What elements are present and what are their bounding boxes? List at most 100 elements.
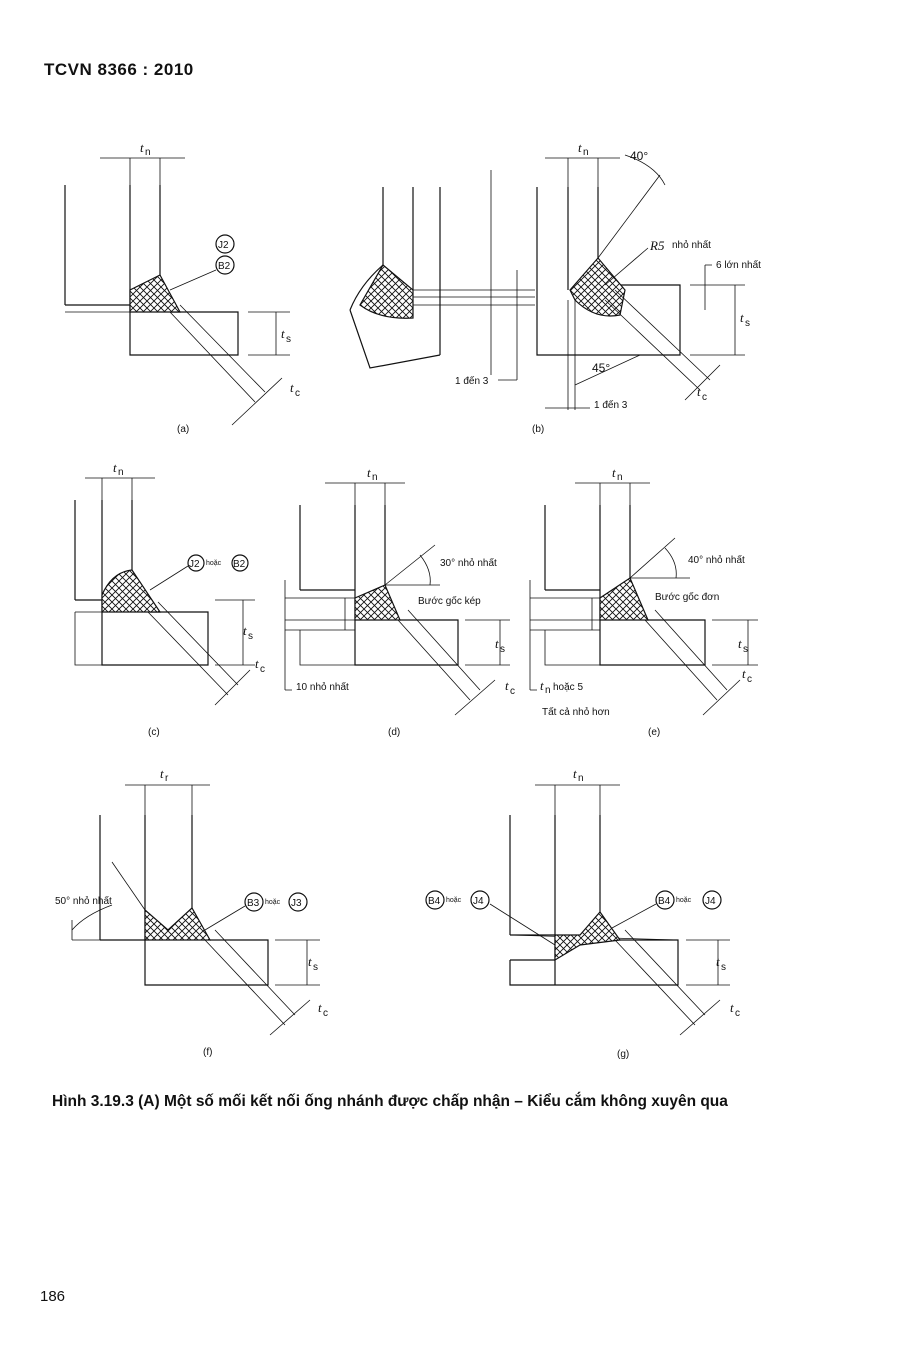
svg-text:hoặc: hoặc bbox=[676, 897, 692, 904]
svg-text:hoặc: hoặc bbox=[265, 899, 281, 906]
svg-text:B3: B3 bbox=[247, 898, 260, 909]
svg-text:t: t bbox=[573, 766, 577, 781]
svg-text:hoặc: hoặc bbox=[446, 897, 462, 904]
svg-text:J4: J4 bbox=[473, 896, 484, 907]
svg-text:c: c bbox=[702, 392, 707, 403]
svg-text:n: n bbox=[372, 472, 378, 483]
svg-text:t: t bbox=[742, 666, 746, 681]
svg-text:B4: B4 bbox=[428, 896, 441, 907]
svg-text:c: c bbox=[747, 674, 752, 685]
svg-text:t: t bbox=[738, 636, 742, 651]
svg-text:Tất cả nhỏ hơn: Tất cả nhỏ hơn bbox=[542, 706, 610, 718]
svg-text:n: n bbox=[545, 685, 551, 696]
svg-text:t: t bbox=[113, 460, 117, 475]
figure-label-a: (a) bbox=[177, 424, 189, 435]
svg-text:Bước gốc kép: Bước gốc kép bbox=[418, 595, 481, 607]
svg-text:t: t bbox=[255, 656, 259, 671]
svg-text:10 nhỏ nhất: 10 nhỏ nhất bbox=[296, 681, 349, 693]
figure-caption: Hình 3.19.3 (A) Một số mối kết nối ống n… bbox=[52, 1093, 728, 1110]
figure-b: 1 đến 3 t n 40° R5 nhỏ nhất 6 lớn nhất t… bbox=[349, 140, 761, 435]
svg-text:s: s bbox=[721, 962, 726, 973]
figure-d: t n 30° nhỏ nhất Bước gốc kép t s t c 10… bbox=[284, 465, 515, 738]
svg-text:J3: J3 bbox=[291, 898, 302, 909]
svg-text:n: n bbox=[145, 147, 151, 158]
svg-text:J4: J4 bbox=[705, 896, 716, 907]
svg-text:hoặc: hoặc bbox=[206, 560, 222, 567]
figure-label-c: (c) bbox=[148, 727, 160, 738]
circle-j4-right-g bbox=[702, 890, 722, 910]
figure-label-b: (b) bbox=[532, 424, 544, 435]
svg-text:c: c bbox=[735, 1008, 740, 1019]
svg-text:1 đến 3: 1 đến 3 bbox=[594, 399, 628, 411]
svg-text:B2: B2 bbox=[233, 559, 246, 570]
svg-text:45°: 45° bbox=[592, 361, 610, 375]
svg-text:B2: B2 bbox=[218, 261, 231, 272]
figure-g: t n t s t c B4 hoặc J4 B4 hoặc J4 (g) bbox=[425, 766, 740, 1060]
circle-b3-f bbox=[244, 892, 264, 912]
svg-text:R5: R5 bbox=[649, 238, 665, 253]
figure-e: t n 40° nhỏ nhất Bước gốc đơn t s t c t … bbox=[529, 465, 758, 738]
svg-text:t: t bbox=[318, 1000, 322, 1015]
svg-text:J2: J2 bbox=[189, 559, 200, 570]
figure-label-f: (f) bbox=[203, 1047, 212, 1058]
svg-text:s: s bbox=[500, 644, 505, 655]
svg-text:t: t bbox=[160, 766, 164, 781]
svg-text:c: c bbox=[510, 686, 515, 697]
svg-text:s: s bbox=[286, 334, 291, 345]
svg-text:t: t bbox=[740, 310, 744, 325]
svg-text:t: t bbox=[505, 678, 509, 693]
svg-text:J2: J2 bbox=[218, 240, 229, 251]
svg-text:t: t bbox=[540, 678, 544, 693]
svg-text:B4: B4 bbox=[658, 896, 671, 907]
svg-text:t: t bbox=[281, 326, 285, 341]
figure-label-g: (g) bbox=[617, 1049, 629, 1060]
document-header: TCVN 8366 : 2010 bbox=[44, 60, 194, 79]
figure-a: t n t s t c J2 B2 (a) bbox=[64, 140, 300, 435]
svg-text:1 đến 3: 1 đến 3 bbox=[455, 375, 489, 387]
figure-f: t r 50° nhỏ nhất t s t c B3 hoặc J3 (f) bbox=[55, 766, 328, 1058]
svg-text:s: s bbox=[248, 631, 253, 642]
svg-text:s: s bbox=[743, 644, 748, 655]
svg-text:r: r bbox=[165, 773, 169, 784]
svg-text:nhỏ nhất: nhỏ nhất bbox=[672, 239, 711, 251]
svg-text:c: c bbox=[260, 664, 265, 675]
circle-b4-left-g bbox=[425, 890, 445, 910]
svg-text:n: n bbox=[578, 773, 584, 784]
svg-text:t: t bbox=[308, 954, 312, 969]
svg-text:6 lớn nhất: 6 lớn nhất bbox=[716, 259, 761, 271]
svg-text:t: t bbox=[290, 380, 294, 395]
svg-text:t: t bbox=[495, 636, 499, 651]
circle-b2-a bbox=[215, 255, 235, 275]
svg-text:t: t bbox=[730, 1000, 734, 1015]
circle-b2-c bbox=[231, 554, 249, 572]
figure-label-d: (d) bbox=[388, 727, 400, 738]
page-number: 186 bbox=[40, 1288, 66, 1305]
svg-text:t: t bbox=[367, 465, 371, 480]
svg-text:40° nhỏ nhất: 40° nhỏ nhất bbox=[688, 554, 745, 566]
svg-text:c: c bbox=[323, 1008, 328, 1019]
svg-text:s: s bbox=[313, 962, 318, 973]
svg-text:hoặc 5: hoặc 5 bbox=[553, 682, 583, 693]
svg-text:s: s bbox=[745, 318, 750, 329]
svg-text:c: c bbox=[295, 388, 300, 399]
circle-j2-a bbox=[215, 234, 235, 254]
svg-text:30° nhỏ nhất: 30° nhỏ nhất bbox=[440, 557, 497, 569]
svg-text:t: t bbox=[612, 465, 616, 480]
svg-text:t: t bbox=[697, 384, 701, 399]
circle-j2-c bbox=[187, 554, 205, 572]
svg-text:50° nhỏ nhất: 50° nhỏ nhất bbox=[55, 895, 112, 907]
figure-label-e: (e) bbox=[648, 727, 660, 738]
svg-text:t: t bbox=[243, 623, 247, 638]
circle-j4-left-g bbox=[470, 890, 490, 910]
svg-text:t: t bbox=[716, 954, 720, 969]
svg-text:Bước gốc đơn: Bước gốc đơn bbox=[655, 591, 719, 603]
svg-text:t: t bbox=[578, 140, 582, 155]
svg-text:n: n bbox=[617, 472, 623, 483]
svg-text:40°: 40° bbox=[630, 149, 648, 163]
circle-j3-f bbox=[288, 892, 308, 912]
dim-tn-a: t bbox=[140, 140, 144, 155]
svg-text:n: n bbox=[118, 467, 124, 478]
svg-text:n: n bbox=[583, 147, 589, 158]
circle-b4-right-g bbox=[655, 890, 675, 910]
